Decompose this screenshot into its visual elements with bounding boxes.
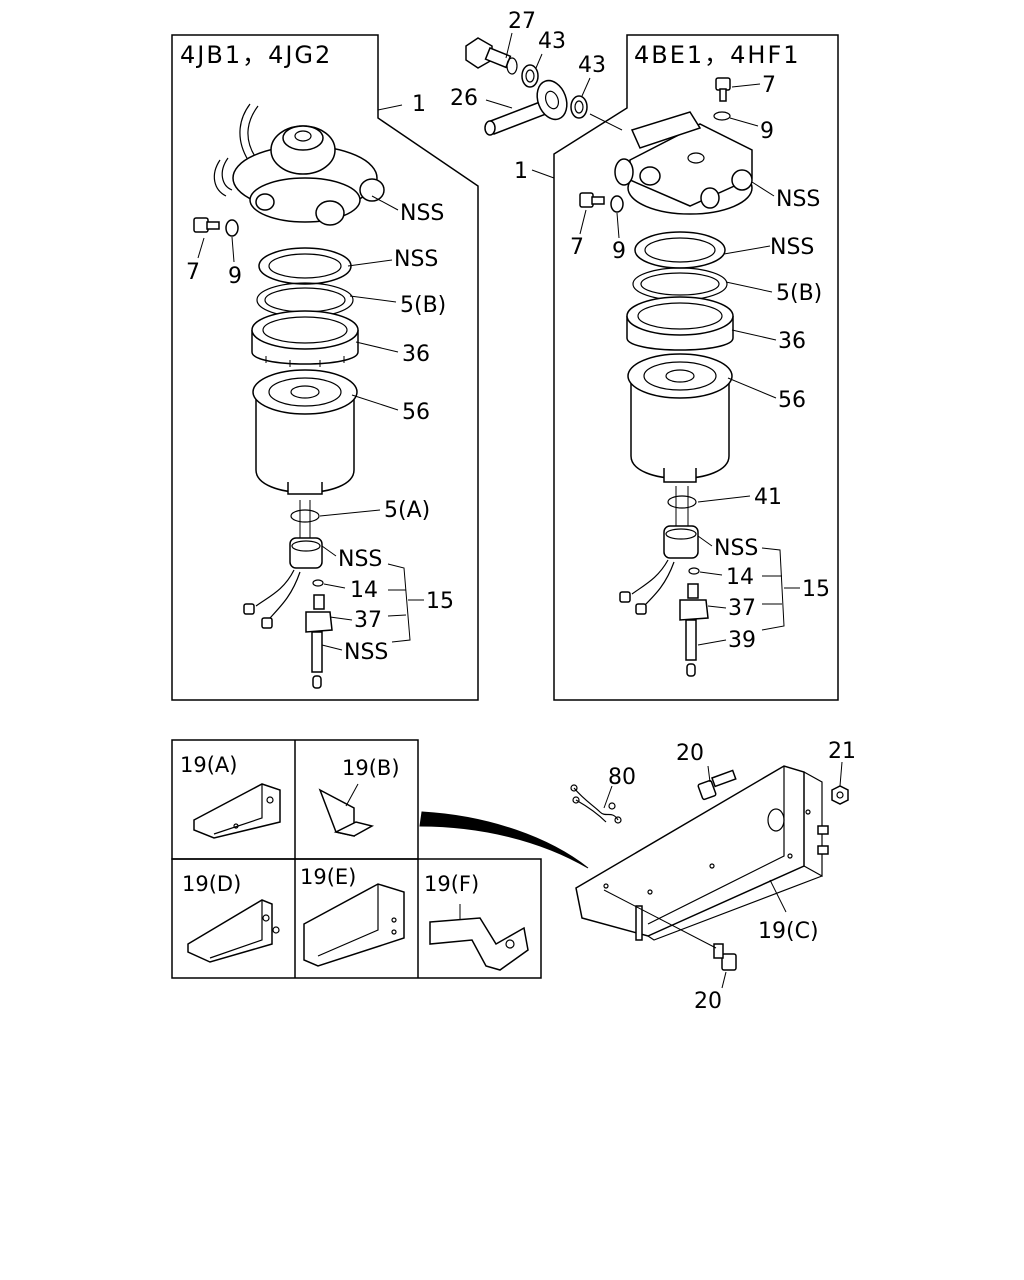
left-panel-frame (171, 34, 479, 701)
right-seal-5b (632, 267, 728, 301)
pointer-arrow (419, 811, 589, 869)
left-oring-nss (258, 247, 352, 285)
left-callout-7: 7 (186, 260, 200, 285)
bracket-assembly: 20 21 80 19(C) 20 (570, 739, 856, 1014)
left-callout-nss-head: NSS (400, 201, 444, 226)
right-washer-9 (713, 111, 731, 121)
left-callout-14: 14 (350, 578, 378, 603)
right-panel: 4BE1，4HF1 (514, 34, 839, 701)
right-callout-14: 14 (726, 565, 754, 590)
right-callout-nss-sensor: NSS (714, 536, 758, 561)
bracket-19b: 19(B) (318, 756, 400, 837)
right-sensor (619, 525, 699, 615)
right-seal-41 (667, 495, 697, 509)
callout-27: 27 (508, 9, 536, 34)
right-callout-nss-ring: NSS (770, 235, 814, 260)
bracket-19a-label: 19(A) (180, 753, 237, 777)
left-ring-nut-36 (251, 310, 359, 367)
left-sensor (243, 537, 323, 629)
bracket-variants-grid: 19(A) 19(B) 19(D) 19(E) 19(F) (171, 739, 542, 979)
left-callout-1: 1 (412, 92, 426, 117)
callout-80: 80 (608, 765, 636, 790)
right-callout-9b: 9 (612, 239, 626, 264)
bracket-19f: 19(F) (424, 872, 529, 971)
callout-26: 26 (450, 86, 478, 111)
left-callout-36: 36 (402, 342, 430, 367)
callout-21: 21 (828, 739, 856, 764)
right-callout-39: 39 (728, 628, 756, 653)
left-panel: 4JB1，4JG2 (171, 34, 479, 701)
callout-20a: 20 (676, 741, 704, 766)
washer-43a-inner (525, 69, 535, 83)
bracket-19f-label: 19(F) (424, 872, 479, 896)
right-oring-14 (688, 567, 700, 575)
callout-43b: 43 (578, 53, 606, 78)
right-panel-title: 4BE1，4HF1 (634, 41, 801, 69)
right-callout-1: 1 (514, 159, 528, 184)
right-ring-nut-36 (626, 296, 734, 351)
left-callout-9: 9 (228, 264, 242, 289)
washer-43a (521, 64, 539, 88)
left-washer-9 (225, 219, 239, 237)
callout-19c: 19(C) (758, 919, 819, 944)
left-panel-title: 4JB1，4JG2 (180, 41, 332, 69)
left-callout-5b: 5(B) (400, 293, 446, 318)
left-seal-5a (290, 509, 320, 523)
left-oring-14 (312, 579, 324, 587)
right-drain-plug-37 (679, 583, 709, 677)
left-callout-5a: 5(A) (384, 498, 430, 523)
right-bolt-7b (579, 192, 605, 208)
left-filter-head (213, 103, 385, 226)
right-oring-nss (634, 231, 726, 269)
right-callout-36: 36 (778, 329, 806, 354)
right-callout-7b: 7 (570, 235, 584, 260)
callout-43a: 43 (538, 29, 566, 54)
bracket-19d-label: 19(D) (182, 872, 241, 896)
right-panel-frame (553, 34, 839, 701)
right-washer-9b (610, 195, 624, 213)
left-callout-37: 37 (354, 608, 382, 633)
bracket-19e: 19(E) (300, 865, 405, 967)
top-parts: 27 43 43 26 (450, 9, 623, 136)
bolt-20b (713, 943, 737, 971)
left-callout-15: 15 (426, 589, 454, 614)
right-callout-41: 41 (754, 485, 782, 510)
right-callout-9: 9 (760, 119, 774, 144)
bracket-19d: 19(D) (182, 872, 280, 963)
right-bolt-7 (715, 77, 731, 102)
bracket-19e-label: 19(E) (300, 865, 356, 889)
nut-21 (831, 785, 849, 805)
callout-20b: 20 (694, 989, 722, 1014)
bolt-20a (697, 769, 737, 801)
right-callout-7: 7 (762, 73, 776, 98)
left-callout-nss-sensor: NSS (338, 547, 382, 572)
right-filter-head (614, 111, 753, 215)
left-bolt-7 (193, 217, 220, 233)
right-callout-nss-head: NSS (776, 187, 820, 212)
left-callout-nss-bottom: NSS (344, 640, 388, 665)
washer-43b-inner (574, 100, 584, 114)
eye-fitting-26 (484, 79, 568, 136)
eye-bolt-27 (465, 37, 518, 75)
right-callout-37: 37 (728, 596, 756, 621)
washer-43b (570, 95, 588, 119)
left-filter-element-56 (252, 369, 358, 495)
left-callout-56: 56 (402, 400, 430, 425)
bracket-19c (575, 765, 829, 941)
right-callout-15: 15 (802, 577, 830, 602)
harness-80 (570, 784, 622, 824)
right-filter-element-56 (627, 353, 733, 483)
bracket-19b-label: 19(B) (342, 756, 400, 780)
right-callout-56: 56 (778, 388, 806, 413)
right-callout-5b: 5(B) (776, 281, 822, 306)
bracket-19a: 19(A) (180, 753, 281, 839)
left-callout-nss-ring: NSS (394, 247, 438, 272)
left-drain-plug-37 (305, 594, 333, 689)
